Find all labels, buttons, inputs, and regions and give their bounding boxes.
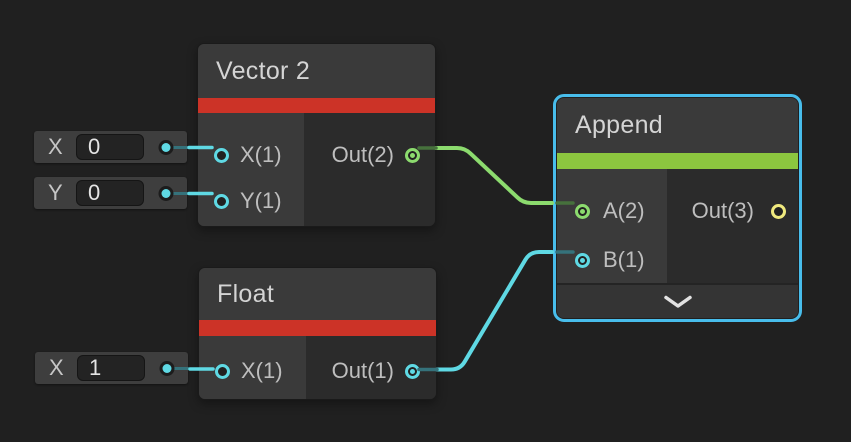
node-append[interactable]: Append A(2) B(1) Out(3): [557, 98, 798, 318]
widget-float-x: X: [35, 352, 188, 384]
node-float-accent-stripe: [199, 320, 436, 336]
node-append-accent-stripe: [557, 153, 798, 169]
node-vector2[interactable]: Vector 2 X(1) Y(1) Out(2): [197, 43, 436, 227]
port-vector2-x-label: X(1): [240, 142, 282, 167]
port-vector2-y-label: Y(1): [240, 188, 282, 213]
node-float[interactable]: Float X(1) Out(1): [198, 267, 437, 400]
node-vector2-title: Vector 2: [216, 56, 311, 85]
port-append-a[interactable]: [574, 203, 590, 219]
chevron-down-icon[interactable]: [663, 295, 693, 309]
node-append-selection-outline: Append A(2) B(1) Out(3): [553, 94, 802, 322]
port-append-a-label: A(2): [603, 198, 645, 223]
node-vector2-accent-stripe: [198, 98, 435, 113]
edge-vector2-out-to-append-a[interactable]: [434, 146, 554, 205]
edge-float-out-to-append-b[interactable]: [435, 250, 554, 372]
widget-vector2-x: X: [34, 131, 187, 163]
node-float-title: Float: [217, 279, 275, 308]
node-vector2-body: X(1) Y(1) Out(2): [198, 113, 435, 226]
node-append-body: A(2) B(1) Out(3): [557, 169, 798, 283]
node-vector2-titlebar[interactable]: Vector 2: [198, 44, 435, 98]
port-vector2-out-label: Out(2): [331, 142, 394, 167]
port-append-b[interactable]: [574, 252, 590, 268]
widget-vector2-y-input[interactable]: [76, 180, 144, 206]
node-append-title: Append: [575, 111, 663, 139]
node-append-titlebar[interactable]: Append: [557, 98, 798, 153]
widget-vector2-x-label: X: [48, 134, 63, 159]
port-float-x-label: X(1): [241, 358, 283, 383]
widget-vector2-x-input[interactable]: [76, 134, 144, 160]
port-vector2-y[interactable]: [213, 193, 229, 209]
port-append-out-label: Out(3): [691, 198, 754, 223]
widget-float-x-label: X: [49, 355, 64, 380]
port-append-a-connected-dot: [579, 208, 585, 214]
port-append-out[interactable]: [770, 203, 786, 219]
port-vector2-out[interactable]: [404, 147, 420, 163]
node-append-collapse-strip[interactable]: [557, 283, 798, 318]
port-append-b-connected-dot: [579, 257, 585, 263]
port-float-out-label: Out(1): [331, 358, 394, 383]
port-float-x[interactable]: [214, 363, 230, 379]
port-vector2-out-connected-dot: [409, 152, 415, 158]
node-float-titlebar[interactable]: Float: [199, 268, 436, 320]
port-vector2-x[interactable]: [213, 147, 229, 163]
widget-vector2-y-label: Y: [48, 180, 63, 205]
node-float-body: X(1) Out(1): [199, 336, 436, 399]
widget-float-x-input[interactable]: [77, 355, 145, 381]
widget-vector2-y: Y: [34, 177, 187, 209]
port-append-b-label: B(1): [603, 247, 645, 272]
port-float-out[interactable]: [404, 363, 420, 379]
port-float-out-connected-dot: [409, 368, 415, 374]
